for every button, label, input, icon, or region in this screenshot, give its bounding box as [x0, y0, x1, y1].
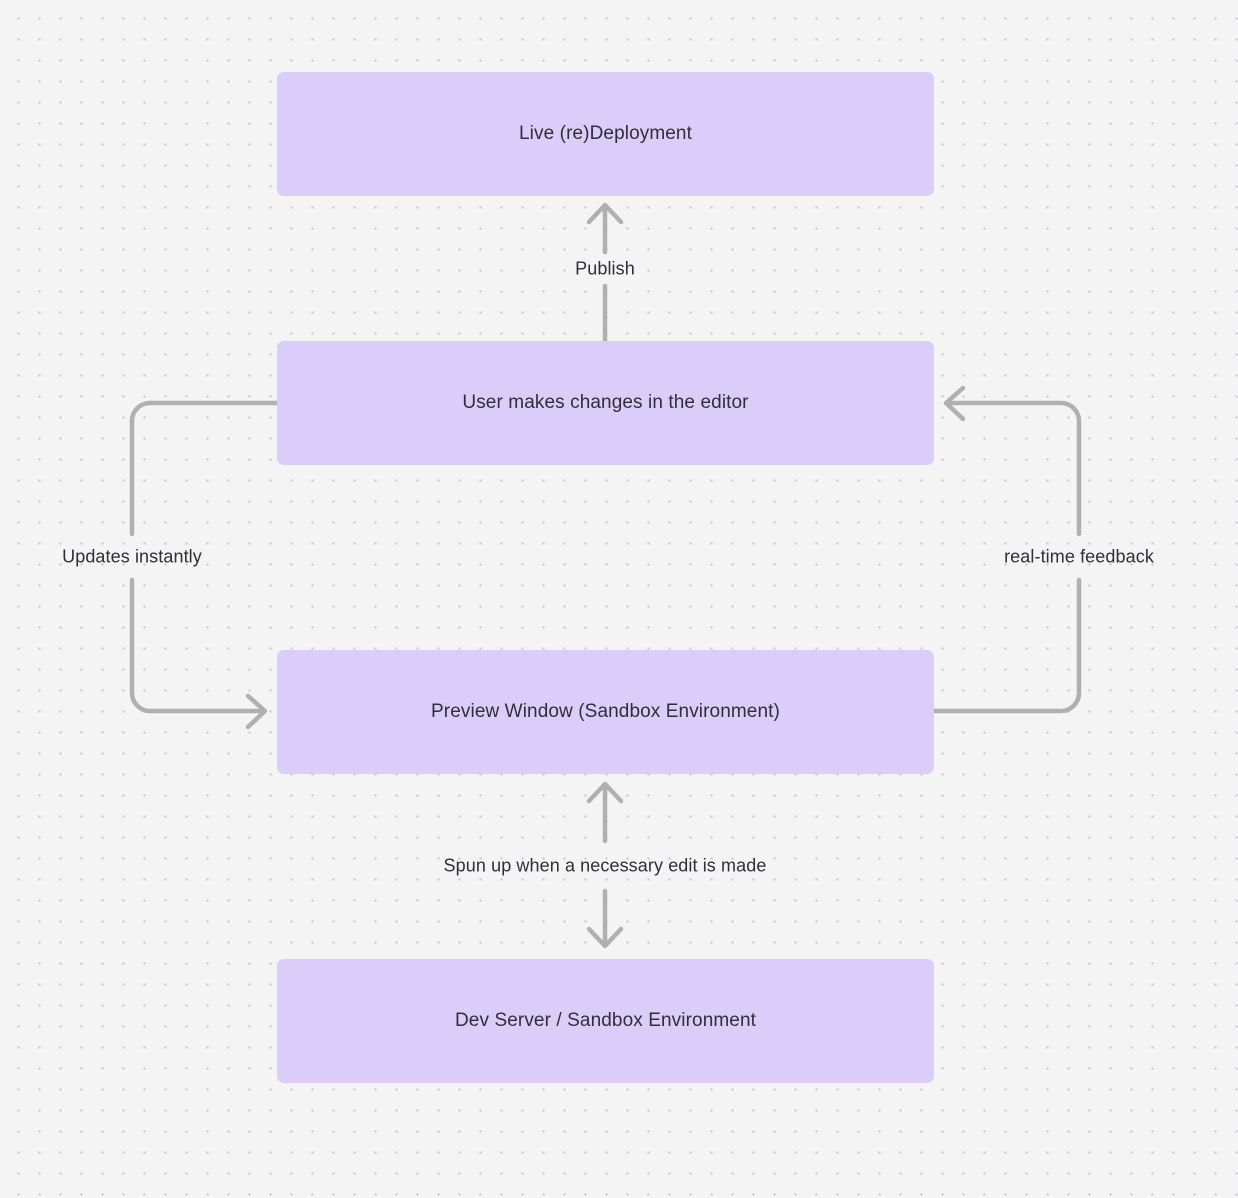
edge-label-spun-up[interactable]: Spun up when a necessary edit is made: [443, 855, 767, 876]
edge-label-real-time-feedback[interactable]: real-time feedback: [1004, 546, 1154, 567]
arrowhead-right-icon: [245, 693, 268, 730]
node-live-deployment[interactable]: Live (re)Deployment: [277, 72, 934, 196]
node-label: Preview Window (Sandbox Environment): [431, 701, 780, 723]
node-preview-window[interactable]: Preview Window (Sandbox Environment): [277, 650, 934, 774]
node-label: User makes changes in the editor: [462, 392, 749, 414]
arrowhead-up-icon: [586, 781, 624, 804]
edge-label-updates-instantly[interactable]: Updates instantly: [62, 546, 202, 567]
arrowhead-left-icon: [943, 385, 966, 422]
node-user-changes[interactable]: User makes changes in the editor: [277, 341, 934, 465]
node-label: Live (re)Deployment: [519, 123, 692, 145]
node-dev-server[interactable]: Dev Server / Sandbox Environment: [277, 959, 934, 1083]
node-label: Dev Server / Sandbox Environment: [454, 1010, 756, 1032]
arrowhead-down-icon: [586, 926, 624, 949]
arrowhead-up-icon: [586, 202, 624, 225]
edge-label-publish[interactable]: Publish: [569, 256, 641, 282]
